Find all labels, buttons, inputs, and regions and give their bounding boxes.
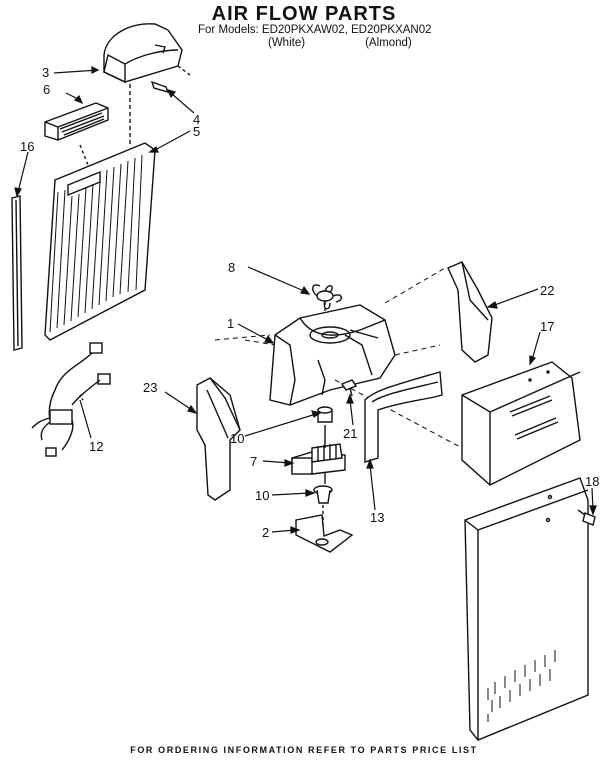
page-title: AIR FLOW PARTS	[211, 3, 397, 25]
part-18-screw	[577, 509, 596, 526]
callout-6: 6	[43, 82, 50, 97]
callout-8: 8	[228, 260, 235, 275]
part-17-duct-housing	[461, 361, 581, 486]
model-numbers: ED20PKXAW02, ED20PKXAN02	[261, 24, 432, 36]
callout-10-lower: 10	[255, 488, 269, 503]
callout-12: 12	[89, 439, 103, 454]
ordering-note: FOR ORDERING INFORMATION REFER TO PARTS …	[130, 745, 478, 755]
callouts: 3 6 4 5 16 8 1 23 12 10 21 7 10 2 13 22 …	[20, 65, 599, 540]
leader-lines	[14, 66, 597, 534]
part-17-rear-panel	[464, 477, 589, 741]
callout-2: 2	[262, 525, 269, 540]
callout-17: 17	[540, 319, 554, 334]
part-12-wiring-harness	[31, 342, 111, 457]
callout-4: 4	[193, 112, 200, 127]
part-3-cover	[103, 23, 191, 145]
callout-18: 18	[585, 474, 599, 489]
callout-22: 22	[540, 283, 554, 298]
callout-21: 21	[343, 426, 357, 441]
callout-5: 5	[193, 124, 200, 139]
part-16-strip	[11, 195, 23, 351]
part-23-left-insulation	[196, 377, 241, 501]
callout-7: 7	[250, 454, 257, 469]
callout-1: 1	[227, 316, 234, 331]
part-2-bracket	[295, 514, 354, 553]
part-7-fan-motor	[291, 440, 346, 484]
callout-10-upper: 10	[230, 431, 244, 446]
part-10-grommet-upper	[317, 406, 333, 440]
callout-3: 3	[42, 65, 49, 80]
part-22-right-insulation	[447, 261, 493, 363]
part-13-u-channel	[364, 371, 443, 463]
part-21-screw	[340, 379, 358, 397]
model-info: For Models: ED20PKXAW02, ED20PKXAN02 (Wh…	[198, 24, 432, 50]
variant-white: (White)	[268, 37, 306, 49]
callout-13: 13	[370, 510, 384, 525]
callout-16: 16	[20, 139, 34, 154]
part-6-duct	[44, 102, 109, 166]
callout-23: 23	[143, 380, 157, 395]
models-prefix: For Models:	[198, 24, 259, 36]
variant-almond: (Almond)	[365, 37, 412, 49]
part-1-fan-shroud	[269, 304, 396, 406]
part-5-evaporator-cover	[44, 142, 156, 341]
